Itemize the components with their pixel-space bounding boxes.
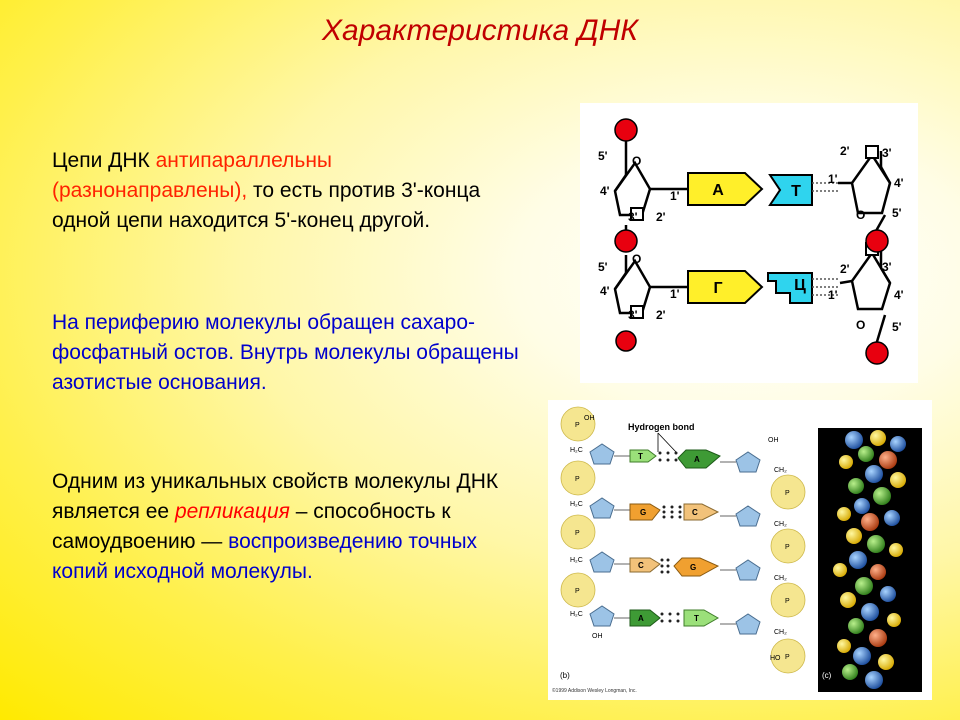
oh-top-left: OH (584, 415, 595, 422)
label-three-prime-4: 3' (882, 260, 892, 274)
label-two-prime-1: 2' (656, 210, 666, 224)
label-two-prime-2: 2' (656, 308, 666, 322)
label-o-4: O (856, 318, 865, 332)
double-helix-figure: Hydrogen bond P P P P P P P P OH H₂C H₂C… (548, 400, 932, 700)
p3-highlight: воспроизведению точных копий исходной мо… (52, 530, 478, 583)
label-three-prime-3: 3' (882, 146, 892, 160)
h-base-a: A (694, 455, 700, 464)
h-base-t: T (638, 452, 643, 461)
label-one-prime-1: 1' (670, 189, 680, 203)
h-base-a-2: A (638, 614, 644, 623)
base-c-label: Ц (794, 277, 806, 294)
h2c-2: H₂C (570, 501, 583, 508)
h-base-c-1: C (692, 508, 698, 517)
paragraph-periphery: На периферию молекулы обращен сахаро-фос… (52, 311, 519, 394)
ch2-2: CH₂ (774, 521, 787, 528)
p3-replication-term: репликация (174, 500, 290, 523)
p3-text-1: Одним из уникальных свойств молекулы ДНК… (52, 470, 499, 523)
copyright-note: ©1999 Addison Wesley Longman, Inc. (552, 687, 637, 694)
ho-bottom-right: HO (770, 655, 781, 662)
label-four-prime-1: 4' (600, 184, 610, 198)
p-6: P (785, 544, 790, 551)
antiparallel-dna-figure: 5' 4' 3' 2' 1' O 5' 4' 3' 2' 1' O 2' 3' … (580, 103, 918, 383)
label-one-prime-4: 1' (828, 288, 838, 302)
hydrogen-bond-label: Hydrogen bond (628, 422, 695, 432)
p3-text-2: – способность к самоудвоению — (52, 500, 451, 553)
paragraph-antiparallel: Цепи ДНК антипараллельны (разнонаправлен… (52, 146, 522, 236)
p1-highlight: антипараллельны (разнонаправлены), (52, 149, 333, 202)
label-three-prime-1: 3' (628, 210, 638, 224)
h2c-4: H₂C (570, 611, 583, 618)
label-four-prime-3: 4' (894, 176, 904, 190)
slide-title: Характеристика ДНК (322, 14, 638, 47)
p-5: P (785, 490, 790, 497)
label-two-prime-4: 2' (840, 262, 850, 276)
label-three-prime-2: 3' (628, 308, 638, 322)
label-o-2: O (632, 252, 641, 266)
base-t-label: T (791, 183, 801, 200)
ch2-4: CH₂ (774, 629, 787, 636)
label-five-prime-4: 5' (892, 320, 902, 334)
h2c-1: H₂C (570, 447, 583, 454)
ch2-1: CH₂ (774, 467, 787, 474)
h-base-g-1: G (640, 508, 646, 517)
base-g-label: Г (713, 280, 722, 297)
h2c-3: H₂C (570, 557, 583, 564)
label-o-3: O (856, 208, 865, 222)
panel-b-label: (b) (560, 671, 570, 680)
label-four-prime-2: 4' (600, 284, 610, 298)
h-base-c-2: C (638, 561, 644, 570)
oh-top-right: OH (768, 437, 779, 444)
paragraph-replication: Одним из уникальных свойств молекулы ДНК… (52, 467, 522, 587)
h-base-g-2: G (690, 563, 696, 572)
label-five-prime-3: 5' (892, 206, 902, 220)
label-four-prime-4: 4' (894, 288, 904, 302)
oh-bottom-left: OH (592, 633, 603, 640)
p-2: P (575, 476, 580, 483)
ch2-3: CH₂ (774, 575, 787, 582)
p1-text-2: то есть против 3'-конца одной цепи наход… (52, 179, 481, 232)
base-a-label: A (712, 182, 724, 199)
p-3: P (575, 530, 580, 537)
h-base-t-2: T (694, 614, 699, 623)
p-7: P (785, 598, 790, 605)
label-two-prime-3: 2' (840, 144, 850, 158)
p-4: P (575, 588, 580, 595)
p-1: P (575, 422, 580, 429)
label-o-1: O (632, 154, 641, 168)
p1-text-1: Цепи ДНК (52, 149, 156, 172)
label-one-prime-2: 1' (670, 287, 680, 301)
label-one-prime-3: 1' (828, 172, 838, 186)
p-8: P (785, 654, 790, 661)
panel-c-label: (c) (822, 671, 832, 680)
label-five-prime-1: 5' (598, 149, 608, 163)
label-five-prime-2: 5' (598, 260, 608, 274)
